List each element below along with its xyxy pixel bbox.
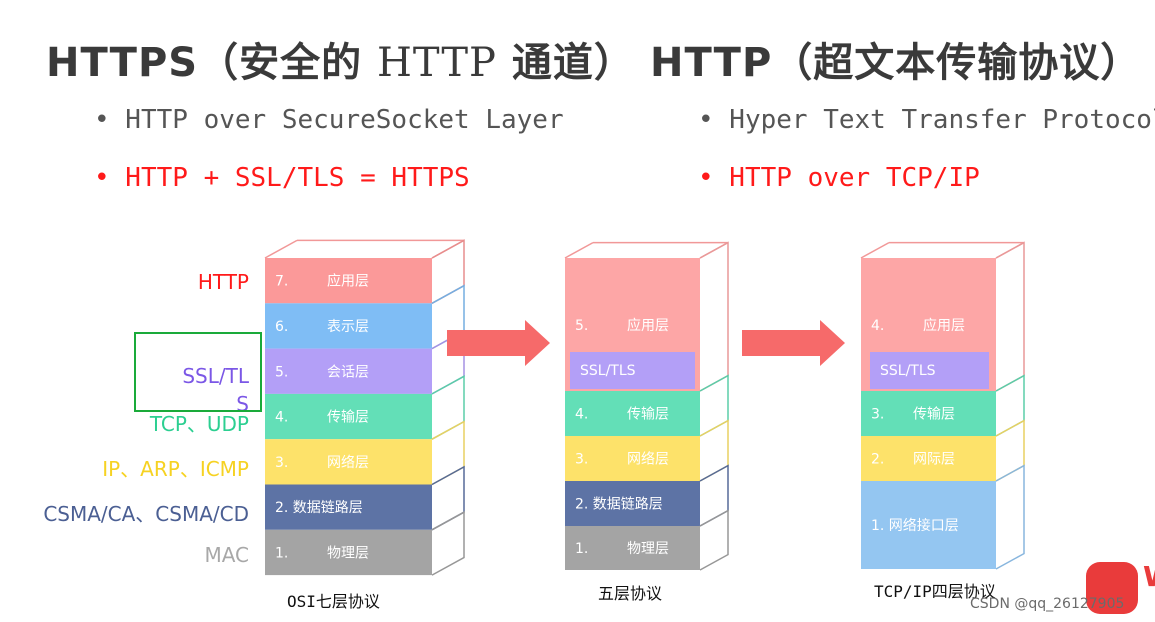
layer-side (699, 509, 729, 571)
label-ssl-tls: SSL/TL S (182, 364, 249, 416)
ssl-tls-sublayer (570, 352, 695, 389)
osi-layer-1 (265, 529, 432, 576)
layer-label: 2. 数据链路层 (575, 497, 663, 513)
watermark-text: CSDN @qq_26127905 (970, 596, 1125, 612)
layer-num: 5. (575, 318, 588, 334)
osi-layer-num: 3. (275, 455, 288, 471)
layer-num: 4. (871, 318, 884, 334)
layer-name: 传输层 (913, 407, 955, 423)
osi-layer-name: 物理层 (327, 545, 369, 561)
osi-layer-7 (265, 258, 432, 304)
brand-logo (1086, 562, 1138, 614)
layer-side (995, 419, 1025, 482)
left-bullet-2: • HTTP + SSL/TLS = HTTPS (94, 163, 470, 193)
osi-layer-6 (265, 303, 432, 349)
five-caption: 五层协议 (598, 584, 663, 603)
layer-name: 应用层 (627, 317, 669, 334)
osi-layer-5 (265, 348, 432, 394)
layer-num: 4. (575, 407, 588, 423)
label-tcp-udp: TCP、UDP (149, 412, 249, 436)
five-layer-1 (565, 526, 700, 570)
osi-layer-4 (265, 393, 432, 440)
layer-num: 2. (871, 452, 884, 468)
layer-name: 网际层 (913, 452, 955, 468)
layer-side (699, 241, 729, 392)
layer-side (699, 419, 729, 482)
layer-label: 1. 网络接口层 (871, 517, 959, 534)
stack-edge (564, 241, 594, 259)
tcpip-layer-3 (861, 391, 996, 436)
osi-layer-num: 1. (275, 545, 288, 561)
layer-name: 应用层 (923, 317, 965, 334)
osi-caption: OSI七层协议 (287, 592, 380, 611)
tcpip-layer-2 (861, 436, 996, 481)
layer-name: 传输层 (627, 407, 669, 423)
label-http: HTTP (197, 270, 249, 294)
right-bullet-1: • Hyper Text Transfer Protocol (698, 105, 1155, 135)
left-title: HTTPS（安全的 HTTP 通道） (46, 30, 635, 88)
tcpip-caption: TCP/IP四层协议 (874, 582, 996, 601)
osi-layer-2 (265, 484, 432, 530)
osi-layer-num: 4. (275, 410, 288, 426)
label-ip-arp-icmp: IP、ARP、ICMP (102, 457, 249, 481)
layer-name: 物理层 (627, 541, 669, 557)
ssl-tls-label: SSL/TLS (580, 363, 636, 379)
layer-side (699, 464, 729, 527)
osi-layer-name: 应用层 (327, 273, 369, 290)
stack-edge (860, 241, 890, 259)
osi-layer-num: 7. (275, 274, 288, 290)
layer-name: 网络层 (627, 452, 669, 468)
five-layer-2 (565, 481, 700, 526)
left-title-part1: HTTPS（安全的 (46, 40, 363, 86)
label-csma: CSMA/CA、CSMA/CD (43, 502, 249, 526)
five-layer-3 (565, 436, 700, 481)
osi-layer-name: 会话层 (327, 364, 369, 380)
osi-layer-label: 2. 数据链路层 (275, 500, 363, 516)
logo-letter: W (1143, 560, 1155, 593)
layer-side (431, 510, 465, 576)
arrow-right-icon (742, 320, 845, 366)
tcpip-layer-1 (861, 481, 996, 569)
left-title-http: HTTP (377, 40, 497, 86)
layer-num: 3. (575, 452, 588, 468)
arrow-right-icon (447, 320, 550, 366)
left-bullet-1: • HTTP over SecureSocket Layer (94, 105, 564, 135)
tcpip-stack: 4. 应用层 3. 传输层 2. 网际层 1. 网络接口层 SSL/TLS (860, 241, 1025, 570)
right-title: HTTP（超文本传输协议） (650, 40, 1142, 86)
osi-layer-num: 5. (275, 364, 288, 380)
five-layer-4 (565, 391, 700, 436)
right-bullet-2: • HTTP over TCP/IP (698, 163, 980, 193)
five-layer-stack: 5. 应用层 4. 传输层 3. 网络层 2. 数据链路层 1. 物理层 SSL/TLS (564, 241, 729, 571)
layer-side (699, 374, 729, 437)
osi-layer-3 (265, 439, 432, 485)
left-title-part2: 通道） (511, 40, 635, 86)
layer-side (995, 241, 1025, 392)
layer-side (995, 464, 1025, 570)
ssl-highlight-box (134, 332, 262, 412)
ssl-tls-sublayer (870, 352, 989, 389)
osi-layer-name: 表示层 (327, 319, 369, 335)
osi-layer-name: 传输层 (327, 410, 369, 426)
layer-num: 1. (575, 541, 588, 557)
osi-stack: 7. 应用层 6. 表示层 5. 会话层 4. 传输层 3. 网络层 2. 数据链路层 1. 物理层 (264, 239, 465, 576)
osi-layer-name: 网络层 (327, 455, 369, 471)
layer-side (995, 374, 1025, 437)
ssl-tls-label: SSL/TLS (880, 363, 936, 379)
stack-edge (264, 239, 298, 259)
osi-layer-num: 6. (275, 319, 288, 335)
label-mac: MAC (204, 543, 249, 567)
layer-num: 3. (871, 407, 884, 423)
